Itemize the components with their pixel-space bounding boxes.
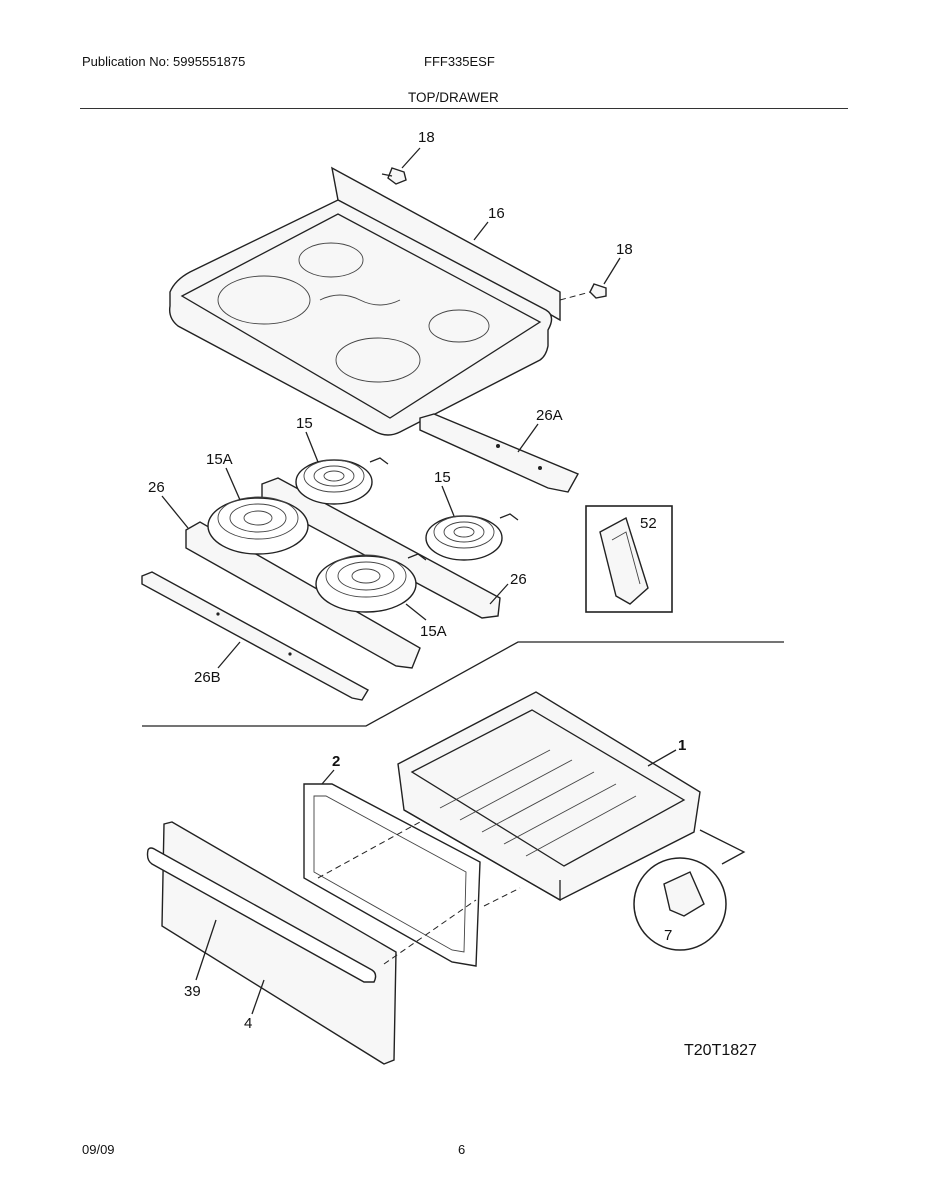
drawer-glide-detail-circle — [633, 829, 746, 951]
callout-26A: 26A — [536, 407, 563, 424]
surface-element-15-right — [425, 513, 519, 561]
bracket-26-left — [185, 521, 421, 669]
callout-7: 7 — [664, 927, 672, 944]
callout-15: 15 — [434, 469, 451, 486]
callout-16: 16 — [488, 205, 505, 222]
section-title: TOP/DRAWER — [408, 90, 499, 105]
callout-1: 1 — [678, 737, 686, 754]
footer-date: 09/09 — [82, 1142, 115, 1157]
callout-15A: 15A — [206, 451, 233, 468]
drawer-body — [397, 691, 701, 902]
drawer-liner-frame — [303, 783, 481, 967]
surface-element-15-rear — [295, 457, 389, 505]
callout-2: 2 — [332, 753, 340, 770]
cooktop-glass-top — [168, 166, 561, 436]
leader-lines — [161, 147, 677, 1015]
surface-element-15A-right — [315, 553, 427, 613]
callout-15A: 15A — [420, 623, 447, 640]
surface-element-15A-left — [207, 496, 309, 555]
publication-number: Publication No: 5995551875 — [82, 54, 246, 69]
callout-18: 18 — [418, 129, 435, 146]
callout-39: 39 — [184, 983, 201, 1000]
hold-down-clip-left — [381, 167, 407, 185]
drawer-front-panel — [161, 821, 397, 1065]
callout-4: 4 — [244, 1015, 252, 1032]
diagram-code: T20T1827 — [684, 1042, 757, 1059]
callout-18: 18 — [616, 241, 633, 258]
page-number: 6 — [458, 1142, 466, 1157]
model-number: FFF335ESF — [424, 54, 495, 69]
callout-26B: 26B — [194, 669, 221, 686]
callout-26: 26 — [510, 571, 527, 588]
bracket-26B — [141, 571, 369, 701]
header-rule — [80, 108, 848, 109]
callout-15: 15 — [296, 415, 313, 432]
hold-down-clip-right — [559, 283, 607, 301]
section-divider — [142, 641, 784, 727]
bracket-26A — [419, 413, 579, 493]
callout-52: 52 — [640, 515, 657, 532]
inset-box-part-52 — [585, 505, 673, 613]
callout-26: 26 — [148, 479, 165, 496]
drawer-handle — [146, 847, 377, 983]
